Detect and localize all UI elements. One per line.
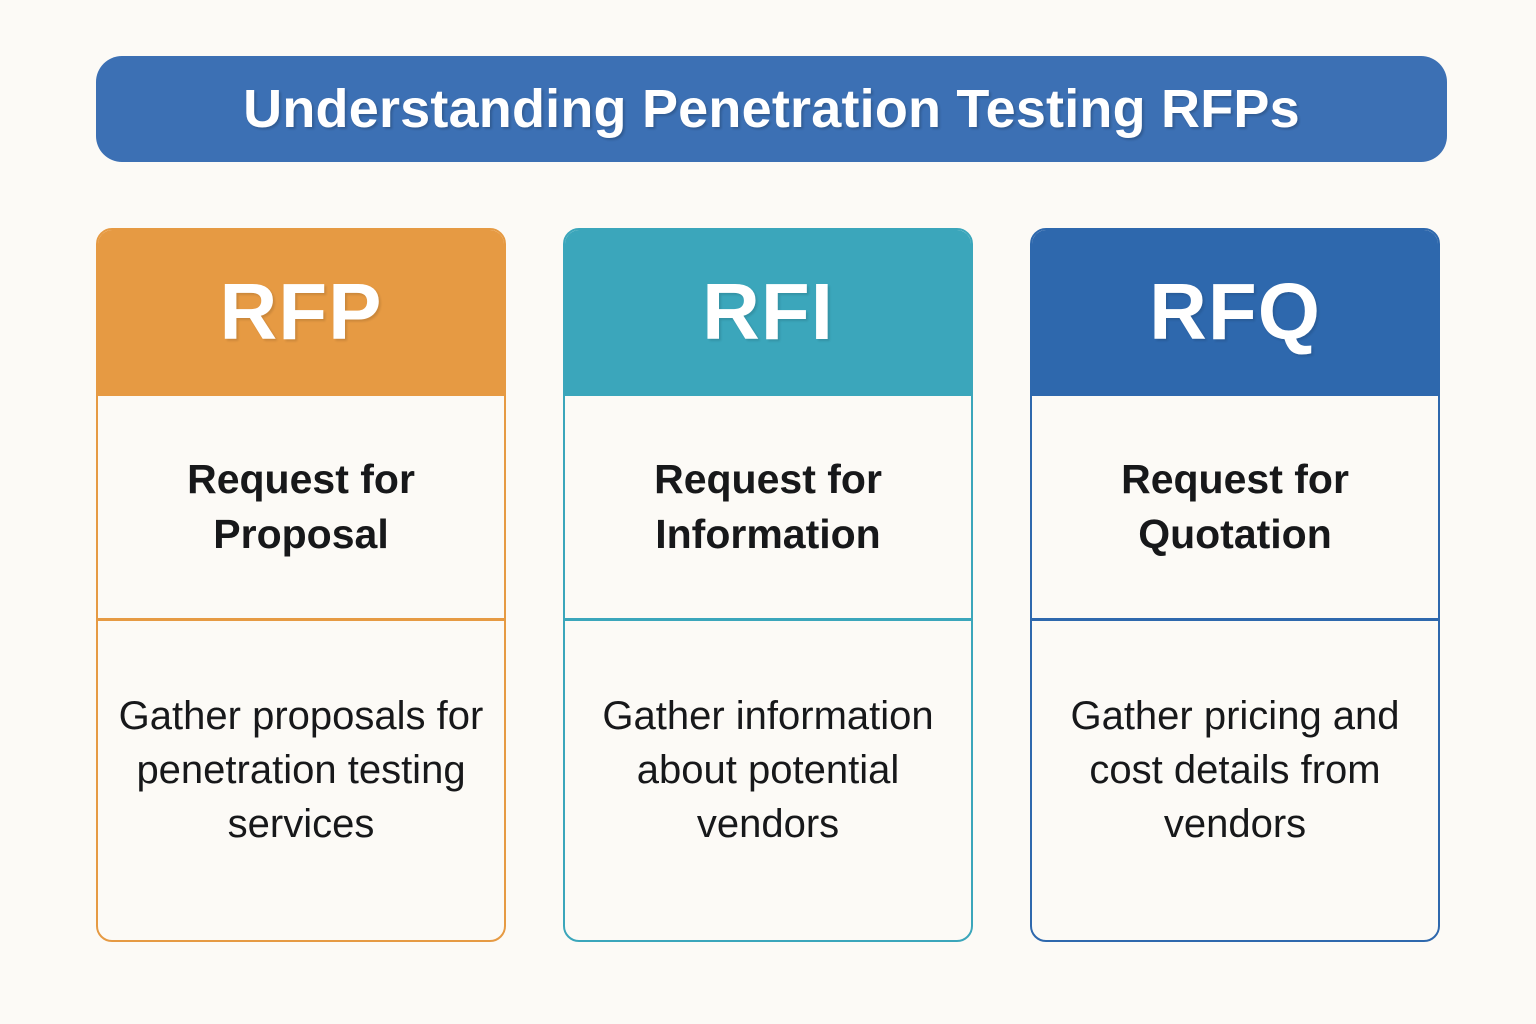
card-title-area-rfi: Request for Information (565, 396, 971, 618)
card-divider-rfq (1032, 618, 1438, 621)
card-rfp: RFP Request for Proposal Gather proposal… (96, 228, 506, 942)
title-banner: Understanding Penetration Testing RFPs (96, 56, 1447, 162)
card-header-rfi: RFI (565, 230, 971, 396)
page-title: Understanding Penetration Testing RFPs (243, 79, 1300, 139)
card-title-area-rfq: Request for Quotation (1032, 396, 1438, 618)
card-divider-rfi (565, 618, 971, 621)
card-rfq: RFQ Request for Quotation Gather pricing… (1030, 228, 1440, 942)
card-abbr-rfi: RFI (702, 267, 834, 356)
card-desc-area-rfp: Gather proposals for penetration testing… (98, 621, 504, 940)
card-abbr-rfq: RFQ (1149, 267, 1321, 356)
card-title-rfq: Request for Quotation (1121, 456, 1349, 557)
card-desc-area-rfq: Gather pricing and cost details from ven… (1032, 621, 1438, 940)
card-header-rfp: RFP (98, 230, 504, 396)
card-abbr-rfp: RFP (219, 267, 383, 356)
card-description-rfp: Gather proposals for penetration testing… (118, 693, 484, 846)
card-rfi: RFI Request for Information Gather infor… (563, 228, 973, 942)
card-description-rfq: Gather pricing and cost details from ven… (1070, 693, 1400, 846)
card-title-rfi: Request for Information (654, 456, 882, 557)
card-title-rfp: Request for Proposal (187, 456, 415, 557)
card-header-rfq: RFQ (1032, 230, 1438, 396)
card-title-area-rfp: Request for Proposal (98, 396, 504, 618)
card-description-rfi: Gather information about potential vendo… (602, 693, 934, 846)
card-divider-rfp (98, 618, 504, 621)
card-desc-area-rfi: Gather information about potential vendo… (565, 621, 971, 940)
cards-row: RFP Request for Proposal Gather proposal… (96, 228, 1440, 942)
